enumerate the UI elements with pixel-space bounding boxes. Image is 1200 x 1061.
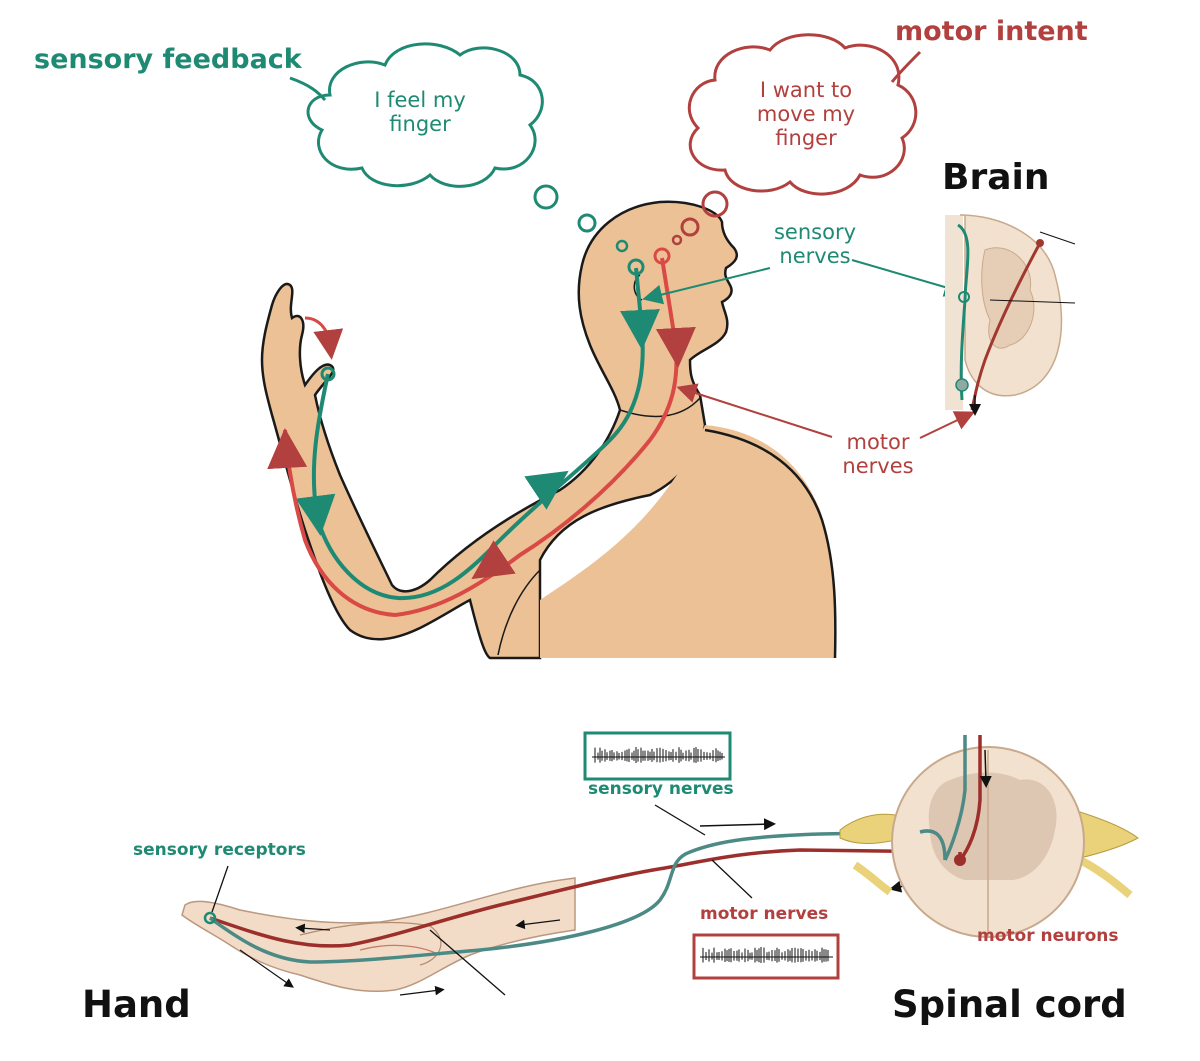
sensory-thought-line-1: I feel my <box>374 88 466 112</box>
sensory-thought-bubble-3 <box>615 239 629 253</box>
lower-sensory-receptor-dot <box>203 911 217 925</box>
flow-arrow-3 <box>239 949 294 988</box>
motor-brain-dot <box>653 247 671 265</box>
motor-intent-label: motor intent <box>895 16 1088 47</box>
sensory-arrow-2 <box>524 470 569 510</box>
motor-thought-bubble-1 <box>701 190 729 218</box>
forearm-illustration <box>181 877 576 993</box>
sensory-thought-text: I feel my finger <box>360 88 480 136</box>
hand-inner-pointer <box>429 929 506 996</box>
motor-thought-bubble-3 <box>671 234 683 246</box>
motor-recording-box <box>692 933 840 980</box>
sensory-nerves-lower-label: sensory nerves <box>588 779 734 799</box>
lower-sensory-nerve <box>208 830 921 964</box>
sensory-feedback-pointer <box>289 76 327 101</box>
motor-nerves-pointer-left <box>676 383 833 438</box>
motor-thought-bubble-2 <box>680 217 700 237</box>
lower-motor-nerve <box>209 848 961 948</box>
brain-title: Brain <box>942 157 1050 198</box>
sensory-thought-bubble-2 <box>577 213 597 233</box>
sensory-thought-line-2: finger <box>389 112 451 137</box>
flow-arrow-1 <box>699 818 776 831</box>
sensory-arrow-1 <box>620 309 660 350</box>
motor-thought-line-3: finger <box>775 126 837 151</box>
sensory-receptors-label: sensory receptors <box>133 840 306 860</box>
motor-intent-pointer <box>890 50 922 83</box>
motor-nerves-pointer-right <box>919 411 976 439</box>
motor-nerves-lower-pointer <box>711 859 753 899</box>
finger-movement-arrow <box>304 316 344 360</box>
hand-title: Hand <box>82 983 191 1026</box>
flow-arrow-5 <box>515 919 561 930</box>
sensory-nerves-pointer-left <box>642 267 771 305</box>
sensory-recording-box <box>583 731 732 781</box>
sensory-arrow-3 <box>295 493 336 536</box>
motor-nerves-upper-line-2: nerves <box>842 454 914 479</box>
motor-nerves-lower-label: motor nerves <box>700 904 829 924</box>
sensory-nerves-upper-line-2: nerves <box>779 244 851 269</box>
motor-thought-line-2: move my <box>756 102 856 127</box>
motor-thought-text: I want to move my finger <box>746 78 866 150</box>
torso-head-shape <box>260 200 738 660</box>
forearm-shape <box>181 877 576 993</box>
sensory-receptor-dot <box>320 366 336 382</box>
sensory-feedback-label: sensory feedback <box>34 44 302 75</box>
motor-arrow-1 <box>655 326 696 368</box>
flow-arrow-4 <box>399 985 445 996</box>
sensory-nerves-lower-pointer <box>654 804 706 836</box>
back-outline <box>704 428 837 659</box>
spinal-cord-section <box>839 735 1139 938</box>
sensory-thought-cloud <box>306 42 544 188</box>
forearm-crease <box>497 569 541 656</box>
motor-nerve-path <box>283 257 679 618</box>
motor-arrow-3 <box>267 428 308 470</box>
sensory-receptors-pointer <box>211 865 229 913</box>
motor-nerves-upper-line-1: motor <box>846 430 910 454</box>
motor-arrow-2 <box>471 540 516 580</box>
sensory-nerves-upper-label: sensory nerves <box>755 220 875 268</box>
spinal-cord-title: Spinal cord <box>892 983 1127 1026</box>
sensory-nerves-pointer-right <box>851 259 965 297</box>
sensory-thought-bubble-1 <box>533 184 559 210</box>
motor-thought-line-1: I want to <box>759 78 853 102</box>
back-shoulder-shape <box>540 425 836 658</box>
person-figure <box>260 200 837 660</box>
motor-neurons-label: motor neurons <box>977 926 1119 946</box>
sensory-nerves-upper-line-1: sensory <box>773 220 857 244</box>
motor-thought-cloud <box>687 33 918 196</box>
sensory-brain-dot <box>627 258 645 276</box>
brain-section-inset <box>945 214 1076 416</box>
motor-nerves-upper-label: motor nerves <box>818 430 938 478</box>
flow-arrow-2 <box>295 923 331 934</box>
